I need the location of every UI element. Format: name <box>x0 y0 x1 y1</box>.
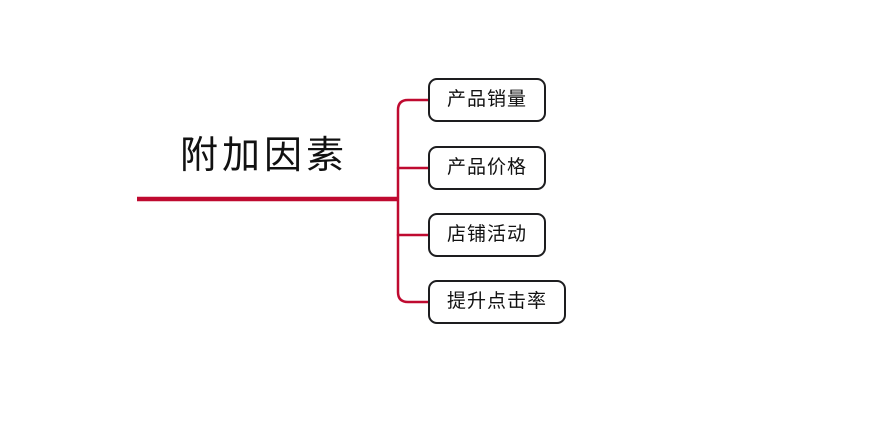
topic-store-activity[interactable]: 店铺活动 <box>428 213 547 257</box>
root-topic[interactable]: 附加因素 <box>180 135 349 177</box>
topic-improve-ctr[interactable]: 提升点击率 <box>428 280 567 324</box>
branch-bracket <box>396 98 430 304</box>
topic-product-sales[interactable]: 产品销量 <box>428 78 547 122</box>
topic-product-price[interactable]: 产品价格 <box>428 146 547 190</box>
